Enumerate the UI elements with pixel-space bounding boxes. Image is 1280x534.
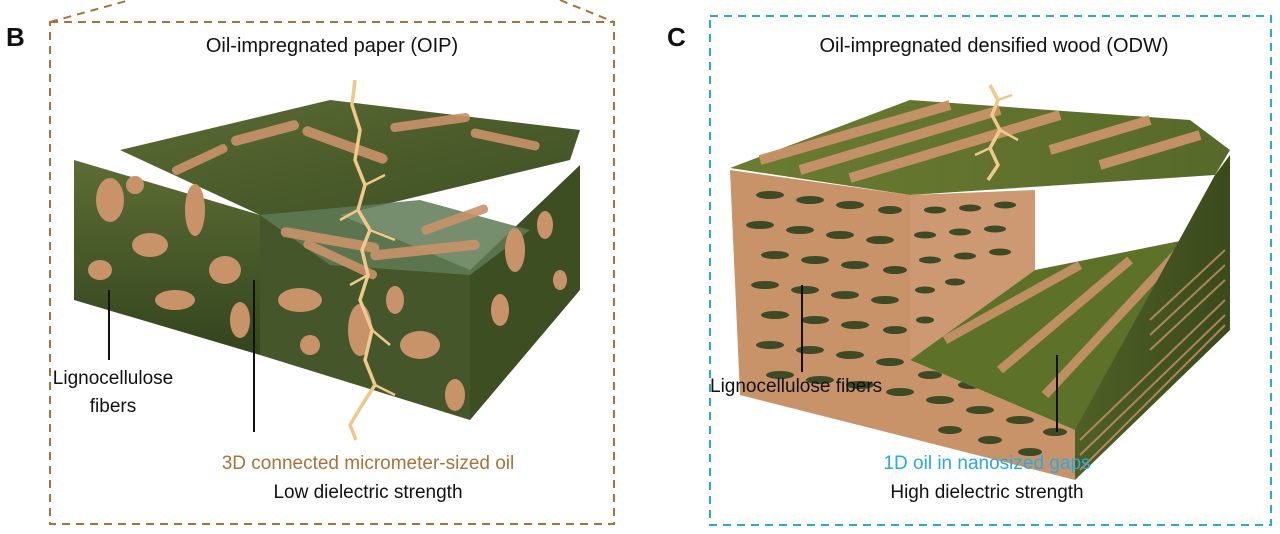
panel-c-letter: C <box>667 22 686 52</box>
panel-c-oil-label: 1D oil in nanosized gaps <box>883 453 1091 474</box>
panel-b-strength-label: Low dielectric strength <box>273 482 463 503</box>
odw-frame <box>709 15 1272 526</box>
odw-block <box>730 84 1230 480</box>
panel-c-fiber-label: Lignocellulose fibers <box>710 376 883 397</box>
panel-b-oil-label: 3D connected micrometer-sized oil <box>221 453 515 474</box>
panel-b-fiber-label-line1: Lignocellulose <box>52 368 174 389</box>
oip-frame <box>49 0 615 525</box>
panel-c-strength-label: High dielectric strength <box>890 482 1084 503</box>
panel-c-title: Oil-impregnated densified wood (ODW) <box>819 35 1169 57</box>
panel-b-title: Oil-impregnated paper (OIP) <box>205 35 459 57</box>
leader-lines <box>108 280 1058 432</box>
panel-b-letter: B <box>6 22 25 52</box>
panel-b-fiber-label-line2: fibers <box>89 396 137 417</box>
oip-block <box>74 79 580 441</box>
